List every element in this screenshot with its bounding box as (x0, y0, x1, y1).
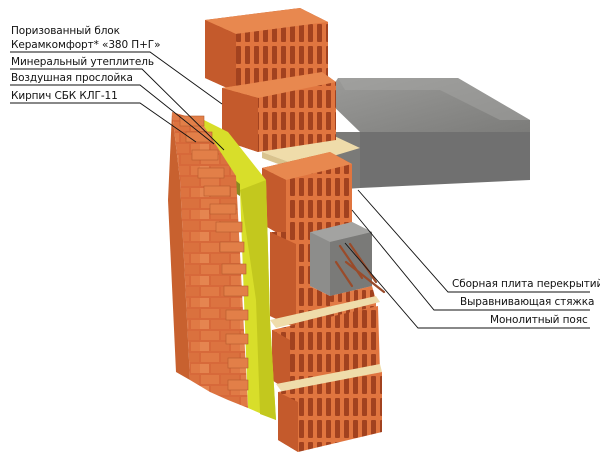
label-mineral-insulation: Минеральный утеплитель (11, 56, 154, 68)
label-monolithic-belt: Монолитный пояс (490, 314, 588, 326)
label-porous-block-line1: Поризованный блок (11, 25, 120, 37)
floor-slab (325, 78, 530, 190)
leader-lines (10, 51, 590, 329)
leader-leveling-screed (351, 209, 590, 311)
leader-brick (10, 102, 197, 143)
leader-monolithic-belt (344, 242, 590, 329)
label-air-gap: Воздушная прослойка (11, 72, 133, 84)
rebar (334, 242, 386, 294)
facing-brick-wall (168, 112, 249, 408)
porous-blocks (205, 8, 382, 452)
label-porous-block-line2: Керамкомфорт* «380 П+Г» (11, 39, 161, 51)
leader-mineral-insulation (10, 68, 225, 151)
monolithic-belt (310, 222, 386, 296)
leader-porous-block (10, 51, 223, 105)
label-floor-slab: Сборная плита перекрытий (452, 278, 600, 290)
label-brick: Кирпич СБК КЛГ-11 (11, 90, 118, 102)
leader-air-gap (10, 84, 215, 145)
leader-floor-slab (357, 189, 590, 293)
label-leveling-screed: Выравнивающая стяжка (460, 296, 595, 308)
